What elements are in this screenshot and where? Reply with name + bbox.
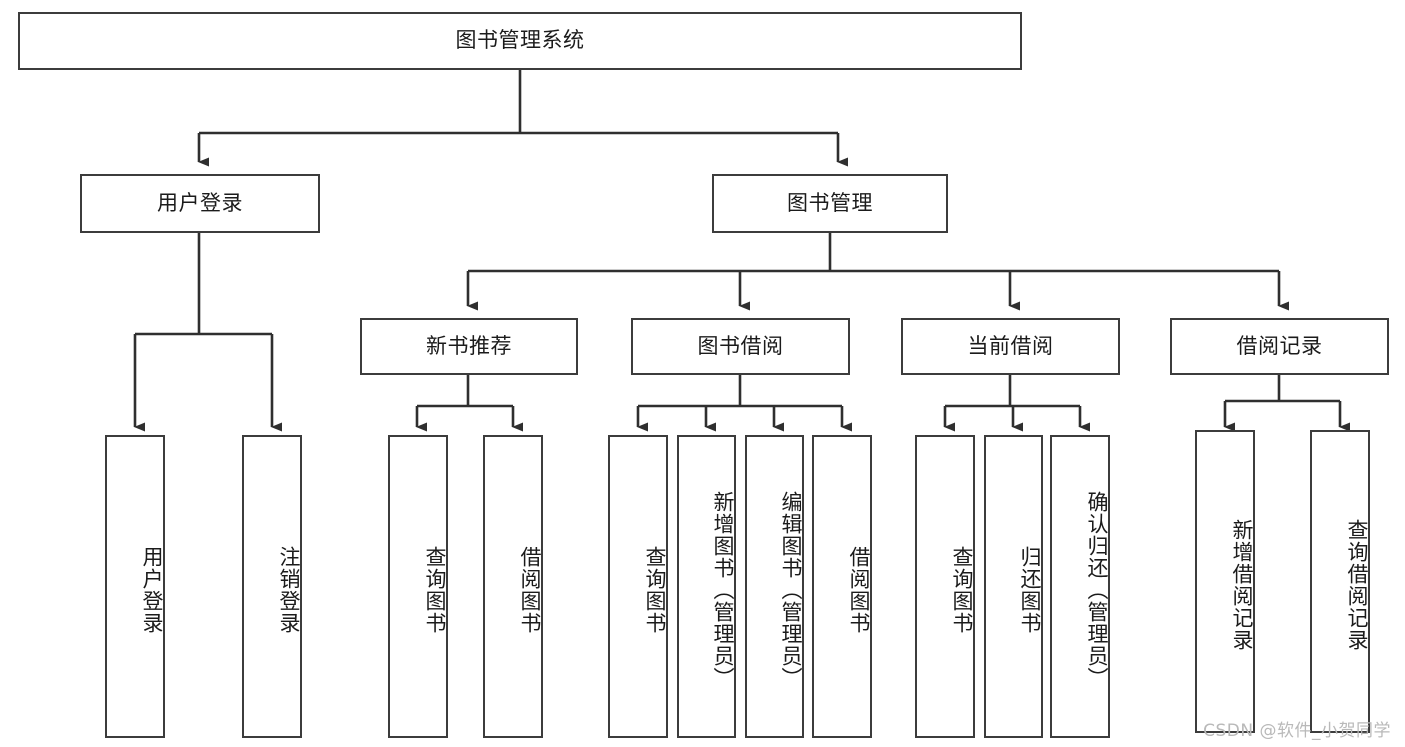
leaf-user-login[interactable]: 用户登录 bbox=[105, 435, 165, 738]
leaf-add-borrow-record-label: 新增借阅记录 bbox=[1230, 518, 1254, 651]
leaf-query-borrow-record-label: 查询借阅记录 bbox=[1345, 518, 1369, 651]
leaf-borrow-book-label: 借阅图书 bbox=[847, 545, 871, 634]
node-new-book-recommend-label: 新书推荐 bbox=[426, 333, 512, 358]
leaf-query-borrow-record[interactable]: 查询借阅记录 bbox=[1310, 430, 1370, 733]
leaf-add-book-admin[interactable]: 新增图书（管理员） bbox=[677, 435, 736, 738]
leaf-add-borrow-record[interactable]: 新增借阅记录 bbox=[1195, 430, 1255, 733]
leaf-user-login-label: 用户登录 bbox=[140, 545, 164, 634]
leaf-query-book-current[interactable]: 查询图书 bbox=[915, 435, 975, 738]
leaf-query-book-current-label: 查询图书 bbox=[950, 545, 974, 634]
node-user-login[interactable]: 用户登录 bbox=[80, 174, 320, 233]
node-book-management-label: 图书管理 bbox=[787, 190, 873, 215]
leaf-edit-book-admin[interactable]: 编辑图书（管理员） bbox=[745, 435, 804, 738]
node-new-book-recommend[interactable]: 新书推荐 bbox=[360, 318, 578, 375]
leaf-return-book[interactable]: 归还图书 bbox=[984, 435, 1043, 738]
leaf-return-book-label: 归还图书 bbox=[1018, 545, 1042, 634]
leaf-logout-label: 注销登录 bbox=[277, 545, 301, 634]
node-current-borrow[interactable]: 当前借阅 bbox=[901, 318, 1120, 375]
csdn-watermark: CSDN @软件_小贺同学 bbox=[1203, 721, 1391, 741]
leaf-borrow-book[interactable]: 借阅图书 bbox=[812, 435, 872, 738]
node-book-management[interactable]: 图书管理 bbox=[712, 174, 948, 233]
leaf-confirm-return-admin-label: 确认归还（管理员） bbox=[1085, 490, 1109, 689]
leaf-logout[interactable]: 注销登录 bbox=[242, 435, 302, 738]
leaf-edit-book-admin-label: 编辑图书（管理员） bbox=[779, 490, 803, 689]
node-user-login-label: 用户登录 bbox=[157, 190, 243, 215]
node-borrow-record-label: 借阅记录 bbox=[1236, 333, 1323, 358]
node-book-borrow[interactable]: 图书借阅 bbox=[631, 318, 850, 375]
leaf-borrow-book-new[interactable]: 借阅图书 bbox=[483, 435, 543, 738]
node-current-borrow-label: 当前借阅 bbox=[967, 333, 1054, 358]
leaf-query-book-new-label: 查询图书 bbox=[423, 545, 447, 634]
leaf-add-book-admin-label: 新增图书（管理员） bbox=[711, 490, 735, 689]
node-root[interactable]: 图书管理系统 bbox=[18, 12, 1022, 70]
node-book-borrow-label: 图书借阅 bbox=[697, 333, 784, 358]
node-root-label: 图书管理系统 bbox=[455, 28, 585, 53]
leaf-confirm-return-admin[interactable]: 确认归还（管理员） bbox=[1050, 435, 1110, 738]
leaf-query-book-borrow-label: 查询图书 bbox=[643, 545, 667, 634]
leaf-borrow-book-new-label: 借阅图书 bbox=[518, 545, 542, 634]
node-borrow-record[interactable]: 借阅记录 bbox=[1170, 318, 1389, 375]
leaf-query-book-new[interactable]: 查询图书 bbox=[388, 435, 448, 738]
leaf-query-book-borrow[interactable]: 查询图书 bbox=[608, 435, 668, 738]
